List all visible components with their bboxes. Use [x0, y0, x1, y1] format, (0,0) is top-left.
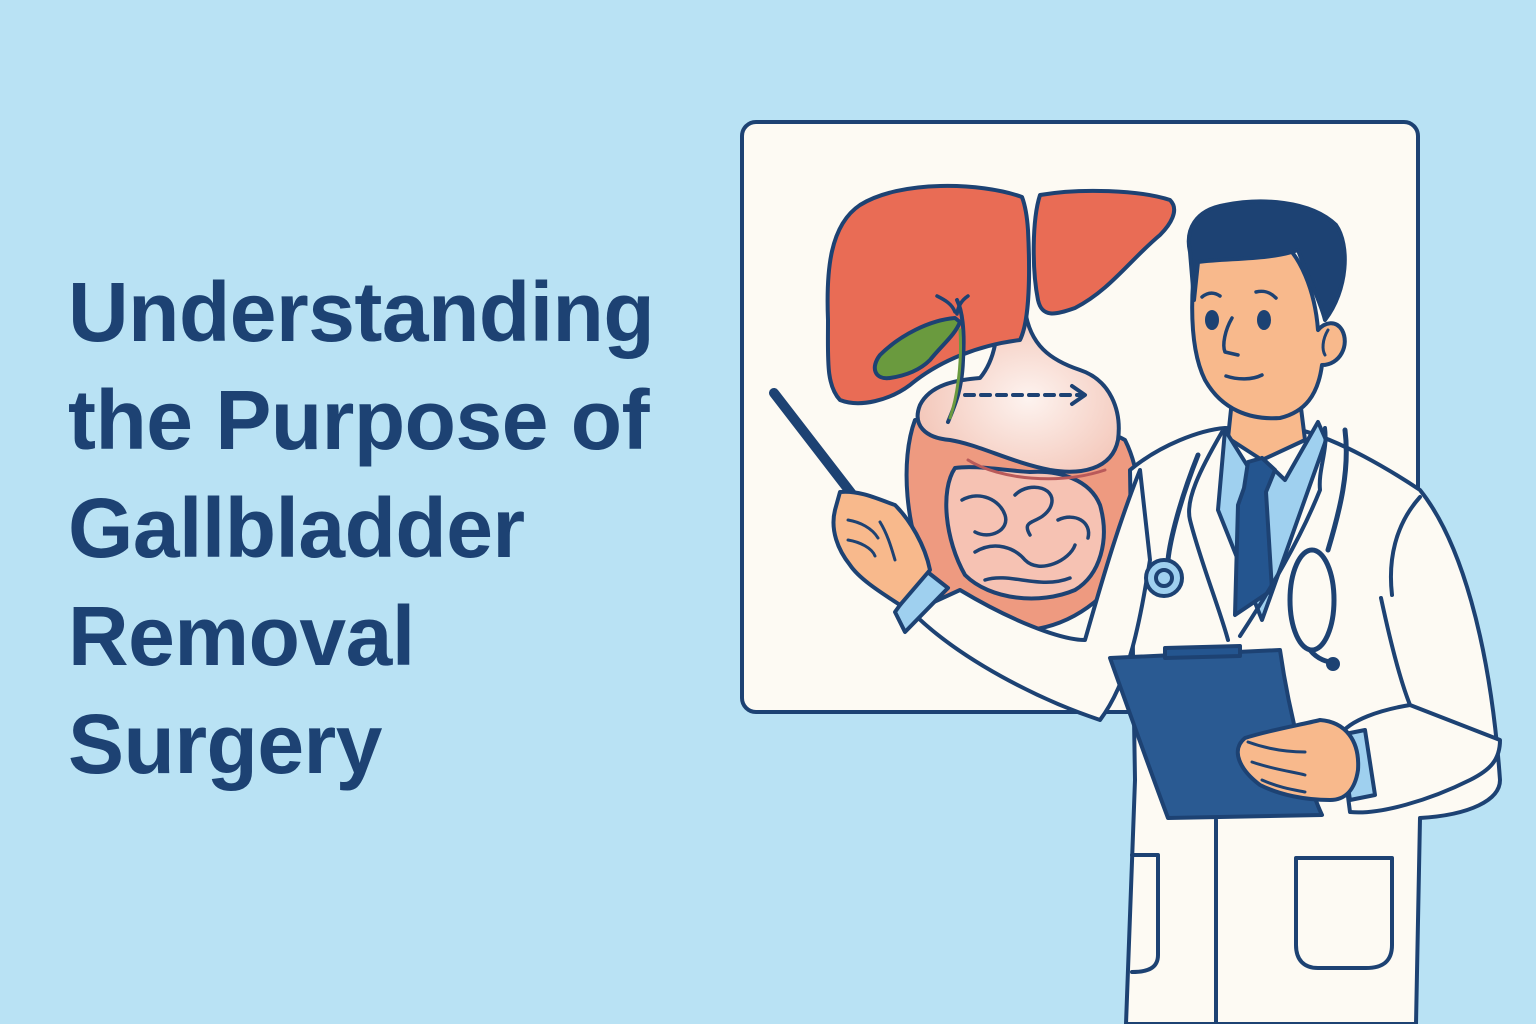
title-line-3: Gallbladder [68, 481, 525, 575]
flow-arrow [963, 384, 1087, 406]
doctor [831, 199, 1502, 1024]
title-line-2: the Purpose of [68, 373, 650, 467]
liver-right-lobe [1031, 188, 1177, 316]
small-intestine [944, 465, 1106, 601]
pointing-hand [831, 489, 932, 607]
tie [1233, 456, 1277, 617]
face-features [1200, 289, 1278, 381]
hair [1186, 199, 1347, 322]
title-line-4: Removal [68, 589, 415, 683]
page-title: Understanding the Purpose of Gallbladder… [68, 258, 708, 798]
coat-sleeve-right [1338, 703, 1502, 815]
stomach [915, 308, 1121, 474]
holding-hand [1235, 718, 1361, 802]
stethoscope [1165, 427, 1349, 665]
anatomy-chart [825, 183, 1177, 633]
intestine-folds [960, 485, 1091, 584]
title-line-5: Surgery [68, 697, 382, 791]
liver [825, 183, 1032, 406]
title-line-1: Understanding [68, 265, 655, 359]
gallbladder [872, 316, 962, 381]
coat-pocket [1294, 856, 1394, 970]
